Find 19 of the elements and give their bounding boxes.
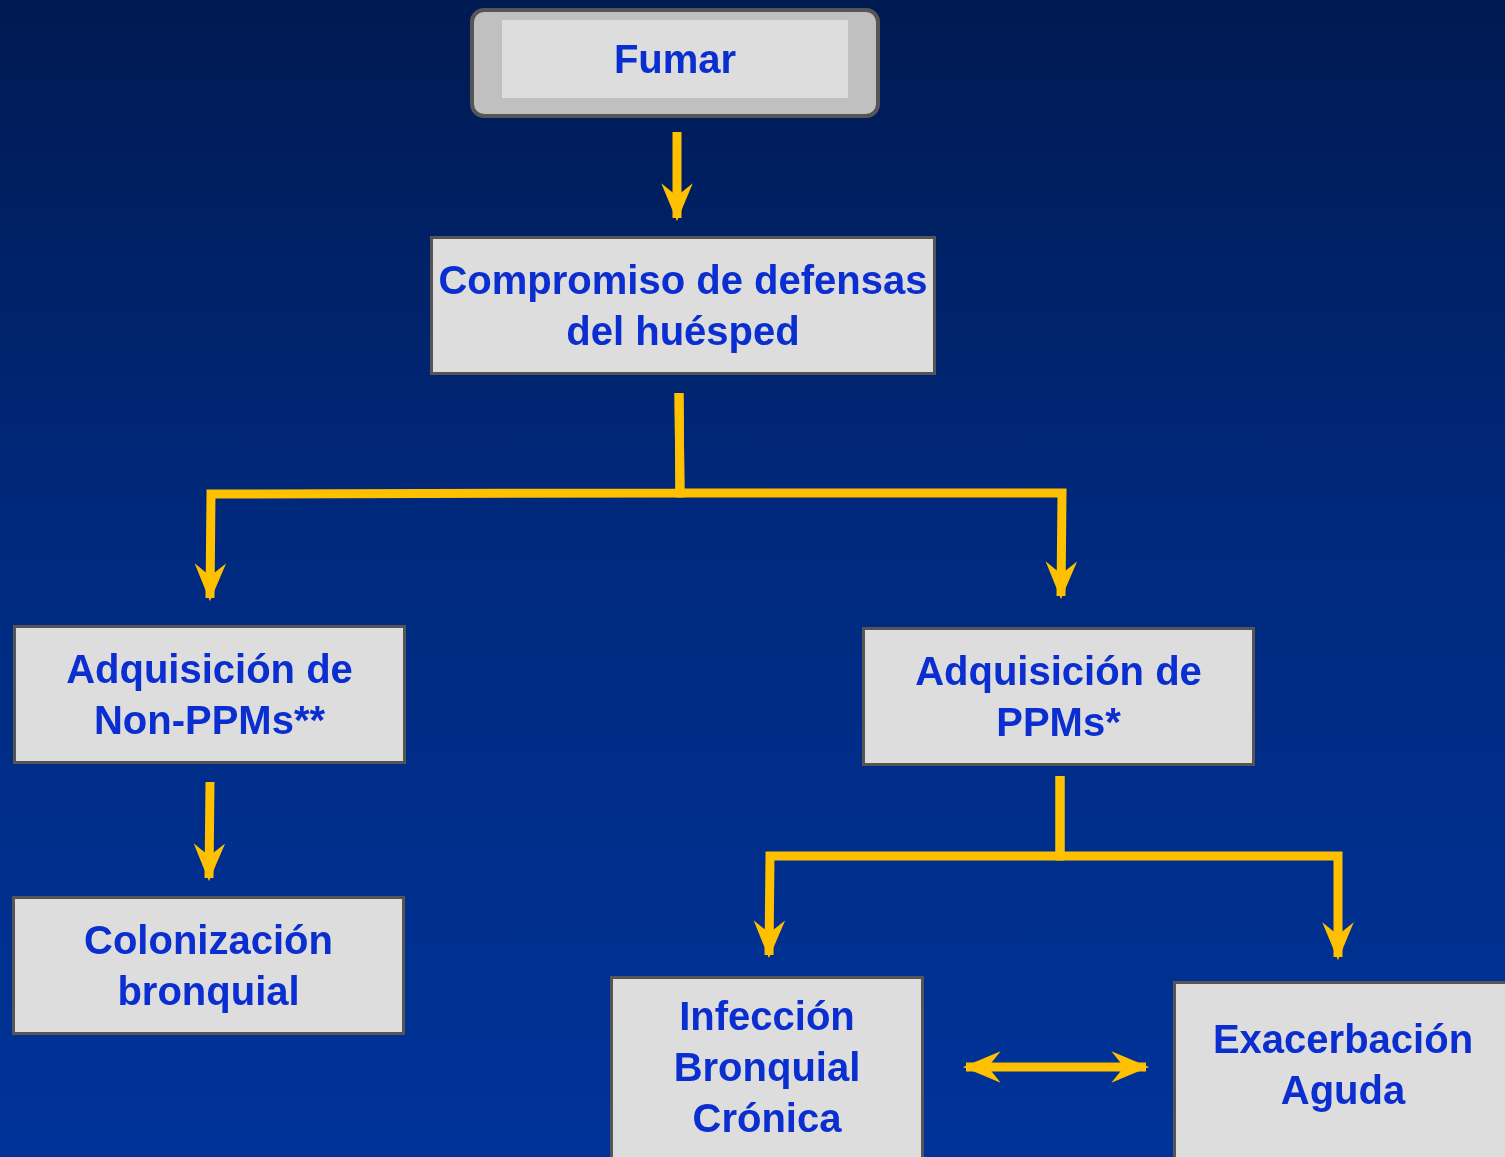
process-box xyxy=(430,236,936,375)
node-label: Adquisición de PPMs* xyxy=(914,647,1203,746)
arrow xyxy=(193,781,226,882)
node-label: Colonización bronquial xyxy=(83,916,334,1015)
node-label: Infección Bronquial Crónica xyxy=(672,993,862,1142)
start-box xyxy=(470,8,880,118)
process-box xyxy=(13,625,406,764)
node-label: Adquisición de Non-PPMs** xyxy=(65,645,354,744)
process-box xyxy=(610,976,924,1157)
process-box xyxy=(12,896,405,1035)
double-arrow xyxy=(962,1051,1150,1083)
arrow xyxy=(674,392,1078,600)
node-label: Compromiso de defensas del huésped xyxy=(437,256,929,355)
process-box xyxy=(862,627,1255,766)
arrow xyxy=(1055,776,1354,961)
node-label: Fumar xyxy=(613,35,737,83)
node-label: Exacerbación Aguda xyxy=(1211,1016,1475,1114)
arrow xyxy=(661,132,693,222)
process-box xyxy=(1173,981,1505,1157)
